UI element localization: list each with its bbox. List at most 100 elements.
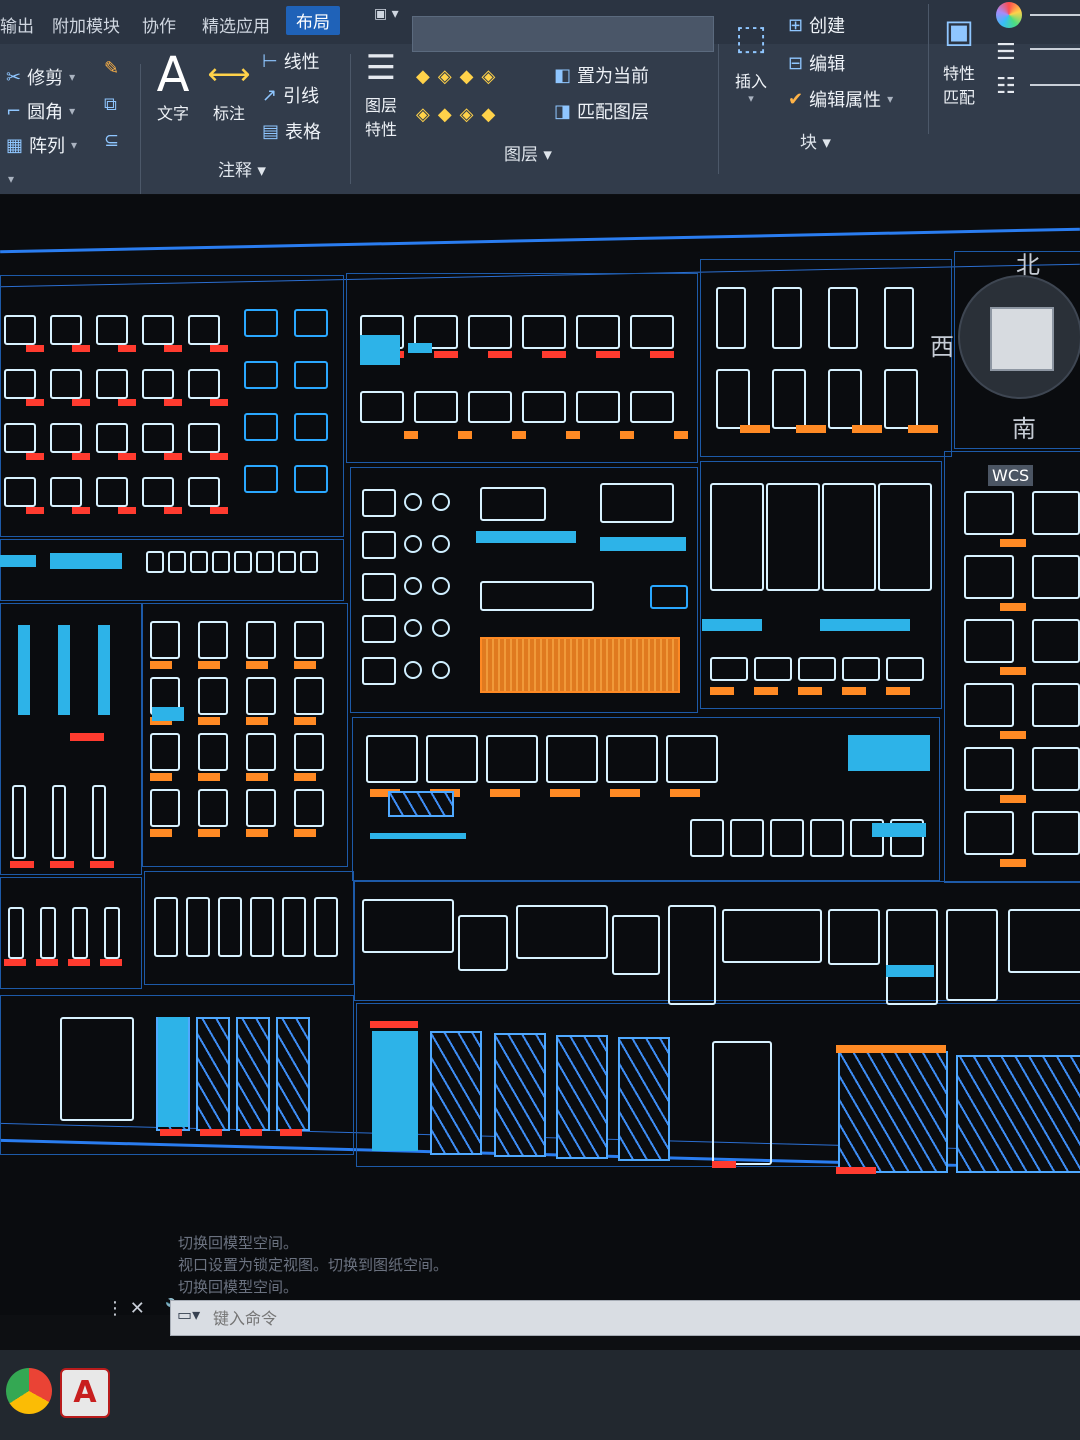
layer-tool-icons-row1[interactable]: ◆◈◆◈ <box>416 66 504 87</box>
set-current-layer-button[interactable]: ◧置为当前 <box>554 64 650 88</box>
tab-output[interactable]: 输出 <box>0 17 34 37</box>
viewcube-south[interactable]: 南 <box>1012 415 1036 443</box>
kitchen-sink-symbol <box>630 315 674 349</box>
cyan-fill <box>476 531 576 543</box>
lineweight-icon[interactable]: ☰ <box>996 40 1016 65</box>
viewcube-west[interactable]: 西 <box>930 333 954 361</box>
close-icon[interactable]: ✕ <box>129 1298 145 1319</box>
tab-featured-apps[interactable]: 精选应用 <box>202 17 270 37</box>
vanity-symbol <box>606 735 658 783</box>
insert-block-button[interactable]: ⬚ 插入 ▾ <box>724 8 778 105</box>
tap-symbol <box>314 897 338 957</box>
cyan-fill <box>886 965 934 977</box>
tab-layout[interactable]: 布局 <box>286 6 340 35</box>
wcs-menu[interactable]: WCS <box>988 465 1034 486</box>
match-layer-button[interactable]: ◨匹配图层 <box>554 100 650 124</box>
layer-tag <box>240 1129 262 1136</box>
copy-icon[interactable]: ⧉ <box>104 94 117 115</box>
linear-button[interactable]: ⊢线性 <box>262 50 320 74</box>
toilet-symbol <box>50 423 82 453</box>
block-panel-title[interactable]: 块 ▾ <box>800 133 831 153</box>
burner-symbol <box>432 577 450 595</box>
tab-collaborate[interactable]: 协作 <box>142 17 176 37</box>
glass-door-symbol <box>236 1017 270 1131</box>
burner-symbol <box>404 493 422 511</box>
erase-icon[interactable]: ✎ <box>104 58 120 79</box>
annotation-panel-title[interactable]: 注释 ▾ <box>218 161 266 181</box>
match-layer-icon: ◨ <box>554 100 572 122</box>
cabinet-symbol <box>1032 747 1080 791</box>
layer-tag <box>294 661 316 669</box>
layer-tag <box>370 789 400 797</box>
glass-door-symbol <box>618 1037 670 1161</box>
fillet-icon: ⌐ <box>6 100 22 122</box>
burner-symbol <box>404 661 422 679</box>
trim-button[interactable]: ✂修剪▾ <box>6 66 76 90</box>
cyan-fill <box>370 833 466 839</box>
create-block-button[interactable]: ⊞创建 <box>788 14 846 38</box>
tab-addins[interactable]: 附加模块 <box>52 17 120 37</box>
layer-tag <box>210 345 228 352</box>
linetype-icon[interactable]: ☷ <box>996 74 1016 99</box>
fitting-symbol <box>234 551 252 573</box>
layers-panel-title[interactable]: 图层 ▾ <box>504 145 552 165</box>
tap-symbol <box>282 897 306 957</box>
hardware-symbol <box>294 789 324 827</box>
toilet-symbol <box>4 315 36 345</box>
chrome-icon[interactable] <box>6 1368 52 1414</box>
viewcube[interactable] <box>958 275 1080 399</box>
linear-dim-icon: ⊢ <box>262 50 278 72</box>
fillet-button[interactable]: ⌐圆角▾ <box>6 100 76 124</box>
layer-tag <box>908 425 938 433</box>
tap-symbol <box>218 897 242 957</box>
hardware-symbol <box>198 789 228 827</box>
array-button[interactable]: ▦阵列▾ <box>6 134 78 158</box>
cyan-fill <box>820 619 910 631</box>
shower-bar <box>98 625 110 715</box>
cyan-fill <box>702 619 762 631</box>
command-prompt-icon[interactable]: ▭▾ <box>177 1305 201 1324</box>
autocad-app-icon[interactable]: A <box>60 1368 110 1418</box>
text-button[interactable]: A 文字 <box>150 50 196 124</box>
command-line: ▭▾ <box>170 1300 1080 1336</box>
edit-block-button[interactable]: ⊟编辑 <box>788 52 846 76</box>
layer-tag <box>1000 795 1026 803</box>
viewcube-north[interactable]: 北 <box>1016 251 1040 279</box>
match-properties-icon: ▣ <box>943 12 975 50</box>
toilet-symbol <box>188 315 220 345</box>
faucet-symbol <box>104 907 120 959</box>
kitchen-sink-symbol <box>468 315 512 349</box>
command-grip-icon[interactable]: ⋮ <box>106 1298 124 1319</box>
command-input[interactable] <box>211 1306 915 1330</box>
kitchen-sink-symbol <box>360 391 404 423</box>
layer-tag <box>72 345 90 352</box>
color-wheel-icon[interactable] <box>996 2 1022 28</box>
layer-properties-button[interactable]: ☰ 图层 特性 <box>356 44 406 140</box>
dimension-button[interactable]: ⟷ 标注 <box>204 50 254 124</box>
layer-dropdown[interactable] <box>412 16 714 52</box>
block-group-kitchen-sink <box>346 273 698 463</box>
layer-tag <box>488 351 512 358</box>
table-button[interactable]: ▤表格 <box>262 120 322 144</box>
viewcube-top-face[interactable] <box>990 307 1054 371</box>
edit-attributes-button[interactable]: ✔编辑属性▾ <box>788 88 894 112</box>
layer-tool-icons-row2[interactable]: ◈◆◈◆ <box>416 104 504 125</box>
match-properties-button[interactable]: ▣ 特性 匹配 <box>934 2 984 108</box>
burner-symbol <box>404 535 422 553</box>
offset-icon[interactable]: ⊆ <box>104 130 120 151</box>
kitchen-sink-symbol <box>576 391 620 423</box>
layer-tag <box>150 829 172 837</box>
modify-expand-icon[interactable]: ▾ <box>8 172 15 186</box>
leader-icon: ↗ <box>262 84 278 106</box>
block-group-toilets <box>0 275 344 537</box>
vanity-symbol <box>690 819 724 857</box>
workspace-dropdown-icon[interactable]: ▣ ▾ <box>374 6 399 22</box>
layer-tag <box>90 861 114 868</box>
burner-symbol <box>432 619 450 637</box>
drawing-canvas[interactable]: 北 西 南 WCS <box>0 195 1080 1315</box>
toilet-symbol <box>188 369 220 399</box>
leader-button[interactable]: ↗引线 <box>262 84 320 108</box>
layer-tag <box>26 453 44 460</box>
block-group-doors <box>0 995 354 1155</box>
appliance-symbol <box>754 657 792 681</box>
